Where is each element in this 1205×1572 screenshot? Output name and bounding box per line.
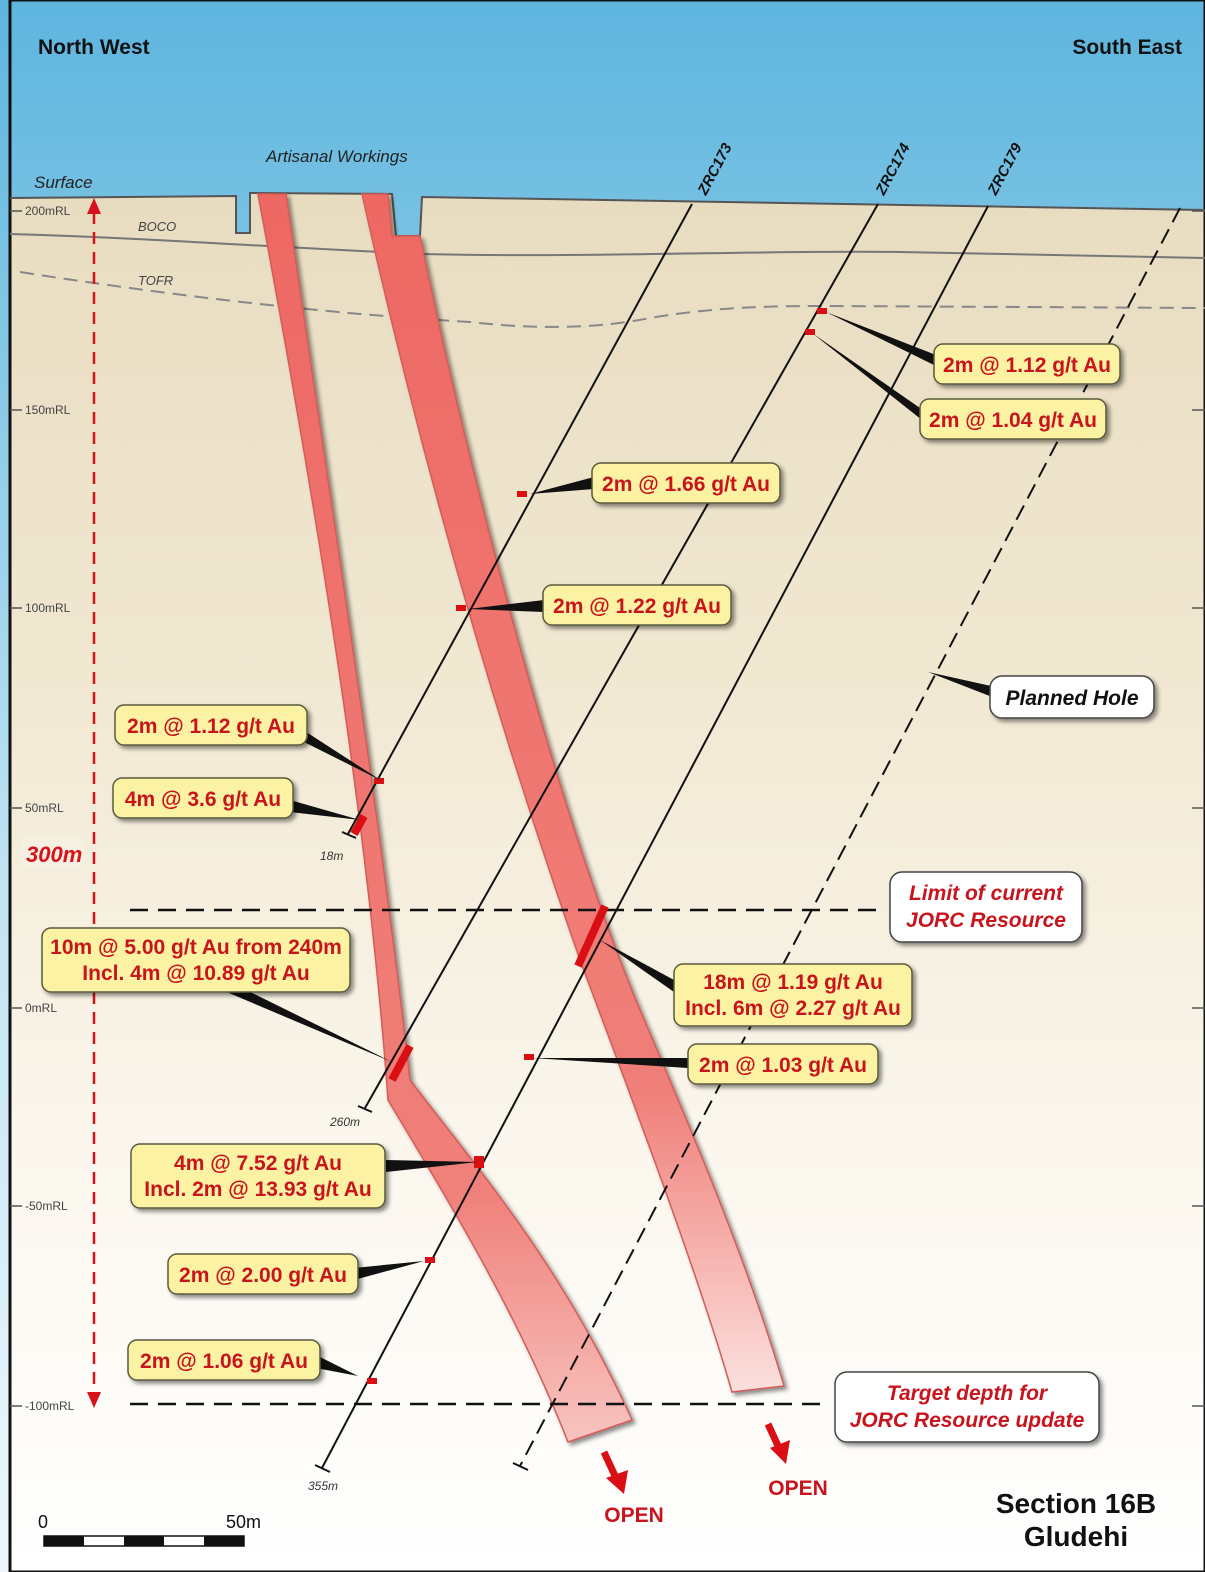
- intercept-marks: [367, 308, 827, 1384]
- hole-depth-zrc179: 355m: [308, 1479, 338, 1493]
- rl-label-50: 50mRL: [25, 801, 64, 815]
- planned-hole-end: [512, 1462, 529, 1471]
- intercept-callout-4: 2m @ 1.22 g/t Au: [542, 584, 732, 626]
- intercept-mark-5: [374, 778, 384, 784]
- hole-depth-zrc174: 260m: [329, 1115, 360, 1129]
- lode-east: [361, 193, 785, 1393]
- surface-line: [9, 191, 1205, 237]
- intercept-text-9: 2m @ 1.03 g/t Au: [699, 1054, 867, 1077]
- intercept-text-5: 2m @ 1.12 g/t Au: [127, 715, 295, 738]
- intercept-text-3: 2m @ 1.66 g/t Au: [602, 473, 770, 496]
- drillhole-zrc179-end: [314, 1464, 331, 1473]
- rl-label-150: 150mRL: [25, 403, 71, 417]
- intercept-callout-3: 2m @ 1.66 g/t Au: [591, 462, 781, 504]
- intercept-text-4: 2m @ 1.22 g/t Au: [553, 595, 721, 618]
- intercept-mark-7: [388, 1044, 414, 1082]
- limit-current-line2: JORC Resource: [906, 909, 1066, 932]
- north-west-label: North West: [38, 36, 150, 59]
- drillhole-zrc174-end: [357, 1105, 373, 1113]
- intercept-text-8b: Incl. 6m @ 2.27 g/t Au: [685, 997, 901, 1020]
- open-arrow-east: [764, 1422, 790, 1464]
- boco-label: BOCO: [138, 219, 176, 234]
- intercept-text-7a: 10m @ 5.00 g/t Au from 240m: [50, 936, 342, 959]
- intercept-callout-6: 4m @ 3.6 g/t Au: [112, 777, 294, 819]
- intercept-mark-9: [524, 1054, 534, 1060]
- depth-span-arrow-down: [87, 1392, 101, 1408]
- south-east-label: South East: [1072, 36, 1182, 59]
- intercept-callout-7: 10m @ 5.00 g/t Au from 240m Incl. 4m @ 1…: [41, 927, 351, 993]
- target-depth-line2: JORC Resource update: [850, 1409, 1085, 1432]
- intercept-text-8a: 18m @ 1.19 g/t Au: [703, 971, 883, 994]
- intercept-mark-4: [456, 605, 466, 611]
- intercept-mark-10: [474, 1156, 484, 1168]
- intercept-mark-2: [805, 329, 815, 335]
- scale-bar: [43, 1535, 245, 1547]
- boco-boundary: [9, 233, 1205, 259]
- depth-span-label-bg: [22, 838, 84, 868]
- intercept-callout-9: 2m @ 1.03 g/t Au: [687, 1043, 879, 1085]
- intercept-mark-8: [574, 904, 609, 968]
- rl-label-minus100: -100mRL: [25, 1399, 75, 1413]
- rl-label-0: 0mRL: [25, 1001, 57, 1015]
- section-title: Section 16B: [996, 1488, 1156, 1519]
- intercept-callout-5: 2m @ 1.12 g/t Au: [114, 704, 308, 746]
- intercept-callout-1: 2m @ 1.12 g/t Au: [933, 343, 1121, 385]
- intercept-mark-1: [817, 308, 827, 314]
- intercept-text-10a: 4m @ 7.52 g/t Au: [174, 1152, 342, 1175]
- drillhole-zrc173-end: [341, 831, 357, 839]
- lode-west: [257, 193, 634, 1443]
- drillhole-zrc173: [347, 203, 693, 835]
- intercept-callout-2: 2m @ 1.04 g/t Au: [919, 398, 1107, 440]
- intercept-text-6: 4m @ 3.6 g/t Au: [125, 788, 281, 811]
- planned-hole: [519, 207, 1181, 1467]
- intercept-mark-3: [517, 491, 527, 497]
- drillhole-zrc174: [364, 203, 879, 1109]
- intercept-mark-12: [367, 1378, 377, 1384]
- planned-hole-callout: Planned Hole: [989, 675, 1155, 719]
- location-title: Gludehi: [1024, 1521, 1128, 1552]
- rl-label-200: 200mRL: [25, 204, 71, 218]
- artisanal-workings-label: Artisanal Workings: [265, 147, 408, 166]
- intercept-callout-11: 2m @ 2.00 g/t Au: [167, 1253, 359, 1295]
- intercept-text-7b: Incl. 4m @ 10.89 g/t Au: [82, 962, 309, 985]
- depth-span-label: 300m: [26, 842, 82, 867]
- limit-current-line1: Limit of current: [909, 882, 1064, 905]
- intercept-text-11: 2m @ 2.00 g/t Au: [179, 1264, 347, 1287]
- open-label-west: OPEN: [604, 1504, 664, 1527]
- label-leaders: [210, 312, 1000, 1376]
- target-depth-callout: Target depth for JORC Resource update: [834, 1371, 1100, 1443]
- limit-current-callout: Limit of current JORC Resource: [889, 871, 1083, 943]
- target-depth-line1: Target depth for: [887, 1382, 1049, 1405]
- scale-label-fifty: 50m: [226, 1512, 261, 1532]
- intercept-text-12: 2m @ 1.06 g/t Au: [140, 1350, 308, 1373]
- open-arrow-west: [600, 1450, 628, 1494]
- intercept-mark-6: [350, 814, 368, 836]
- depth-span-arrow-up: [87, 198, 101, 214]
- figure-border: [8, 0, 1205, 1572]
- intercept-callout-8: 18m @ 1.19 g/t Au Incl. 6m @ 2.27 g/t Au: [673, 963, 913, 1027]
- scale-label-zero: 0: [38, 1512, 48, 1532]
- intercept-text-2: 2m @ 1.04 g/t Au: [929, 409, 1097, 432]
- rl-label-minus50: -50mRL: [25, 1199, 68, 1213]
- intercept-text-10b: Incl. 2m @ 13.93 g/t Au: [144, 1178, 371, 1201]
- intercept-callout-12: 2m @ 1.06 g/t Au: [127, 1339, 321, 1381]
- surface-label: Surface: [34, 173, 93, 192]
- planned-hole-label: Planned Hole: [1005, 687, 1138, 710]
- hole-depth-zrc173: 18m: [320, 849, 343, 863]
- rl-ticks: [10, 210, 1205, 1407]
- intercept-mark-11: [425, 1257, 435, 1263]
- open-label-east: OPEN: [768, 1477, 828, 1500]
- ground-background: [10, 193, 1205, 1572]
- tofr-label: TOFR: [138, 273, 173, 288]
- intercept-callout-10: 4m @ 7.52 g/t Au Incl. 2m @ 13.93 g/t Au: [130, 1143, 386, 1209]
- intercept-text-1: 2m @ 1.12 g/t Au: [943, 354, 1111, 377]
- rl-label-100: 100mRL: [25, 601, 71, 615]
